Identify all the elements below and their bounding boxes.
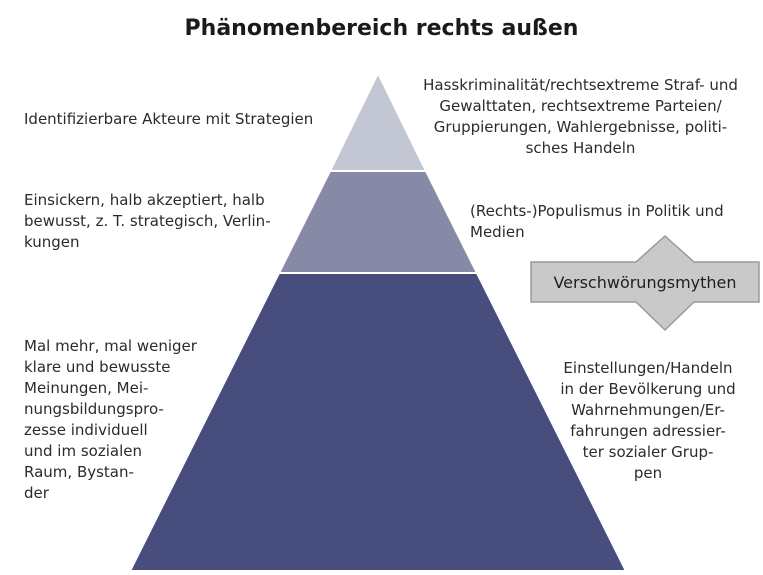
arrow-label: Verschwörungsmythen: [553, 272, 737, 292]
left-label-bottom: Mal mehr, mal weniger klare und bewusste…: [24, 337, 197, 502]
right-label-middle: (Rechts-)Populismus in Politik und Medie…: [470, 202, 724, 241]
pyramid-tier-middle: [277, 170, 479, 274]
double-arrow-icon: [530, 234, 760, 332]
diagram-title: Phänomenbereich rechts außen: [184, 16, 579, 41]
pyramid-tier-top: [328, 70, 428, 172]
left-label-middle: Einsickern, halb akzeptiert, halb bewuss…: [24, 191, 271, 251]
pyramid-tier-bottom: [128, 272, 628, 572]
right-label-top: Hasskriminalität/rechtsextreme Straf- un…: [423, 76, 738, 157]
right-label-bottom: Einstellungen/Handeln in der Bevölkerung…: [560, 359, 736, 482]
left-label-top: Identifizierbare Akteure mit Strategien: [24, 110, 314, 128]
